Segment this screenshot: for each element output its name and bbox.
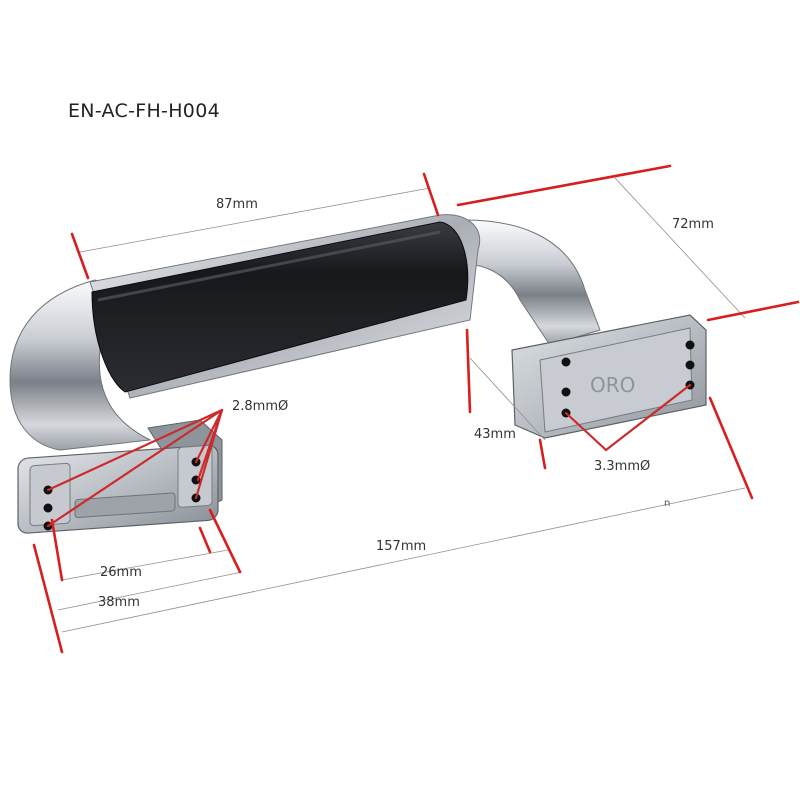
- tick-26-right: [198, 526, 212, 554]
- right-base-plate: ORO: [511, 314, 707, 439]
- tick-base-left: [50, 518, 64, 582]
- label-depth: 72mm: [672, 217, 714, 232]
- leaders-small-holes: [46, 408, 224, 528]
- leaders-large-holes: [564, 383, 692, 452]
- tick-157-right: [708, 396, 754, 500]
- label-hole-spacing: 26mm: [100, 565, 142, 580]
- dim-line-26: [61, 549, 229, 581]
- tick-43-bottom: [538, 438, 547, 470]
- tick-43-top: [465, 328, 472, 414]
- label-hole-dia-large: 3.3mmØ: [594, 459, 650, 474]
- rubber-grip: [91, 221, 469, 393]
- tick-87-right: [422, 172, 440, 217]
- part-code-title: EN-AC-FH-H004: [68, 100, 220, 122]
- label-grip-length: 87mm: [216, 197, 258, 212]
- tick-157-left: [32, 543, 64, 654]
- label-hole-dia-small: 2.8mmØ: [232, 399, 288, 414]
- dim-line-87: [79, 187, 431, 253]
- edge-72-bottom: [706, 300, 800, 322]
- label-stray-mark: n: [664, 498, 670, 509]
- handle-illustration: ORO: [9, 214, 707, 534]
- red-dimension-lines: [32, 164, 800, 654]
- tick-base-right: [208, 508, 242, 574]
- tick-87-left: [70, 232, 90, 280]
- dim-line-72: [614, 177, 746, 319]
- edge-72-top: [456, 164, 672, 207]
- label-height: 43mm: [474, 427, 516, 442]
- dim-line-157: [61, 487, 746, 633]
- dim-line-43: [469, 357, 546, 441]
- label-base-width: 38mm: [98, 595, 140, 610]
- left-base-plate: [17, 419, 223, 534]
- grip-highlight: [97, 230, 441, 302]
- embossed-logo: ORO: [590, 373, 635, 397]
- dim-line-38: [57, 571, 243, 611]
- label-overall-length: 157mm: [376, 539, 426, 554]
- thin-dimension-lines: [57, 177, 746, 633]
